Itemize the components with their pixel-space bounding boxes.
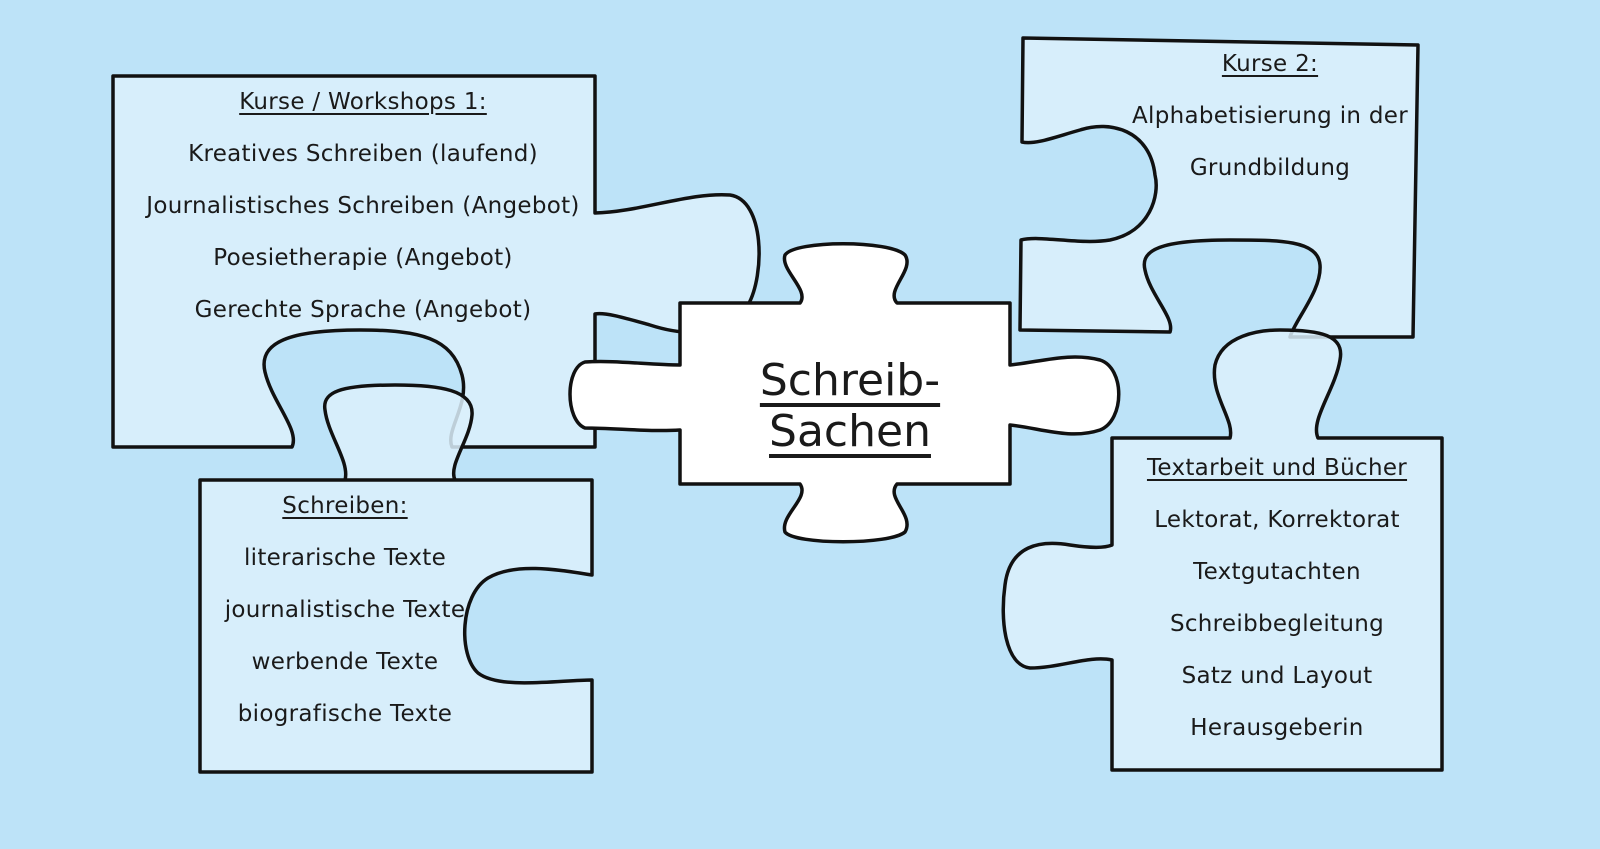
list-item: Kreatives Schreiben (laufend) <box>188 141 538 167</box>
list-item: Textgutachten <box>1193 559 1361 585</box>
schreiben-text: Schreiben: literarische Texte journalist… <box>200 480 490 740</box>
kurse-workshops-1-heading: Kurse / Workshops 1: <box>239 89 487 115</box>
list-item: Alphabetisierung in der <box>1132 103 1408 129</box>
piece-kurse-2 <box>1018 36 1420 339</box>
schreiben-heading: Schreiben: <box>282 493 408 519</box>
list-item: Schreibbegleitung <box>1169 611 1385 637</box>
textarbeit-heading: Textarbeit und Bücher <box>1146 455 1408 481</box>
piece-textarbeit <box>1001 328 1444 772</box>
list-item: Gerechte Sprache (Angebot) <box>194 297 532 323</box>
textarbeit-text: Textarbeit und Bücher Lektorat, Korrekto… <box>1112 442 1442 754</box>
kurse-2-heading: Kurse 2: <box>1221 51 1319 77</box>
list-item: Herausgeberin <box>1190 715 1364 741</box>
piece-kurse-workshops-1 <box>111 74 761 449</box>
center-title: Schreib-Sachen <box>759 355 941 457</box>
kurse-workshops-1-text: Kurse / Workshops 1: Kreatives Schreiben… <box>113 76 613 336</box>
kurse-2-text: Kurse 2: Alphabetisierung in der Grundbi… <box>1120 38 1420 194</box>
list-item: Satz und Layout <box>1181 663 1373 689</box>
list-item: Grundbildung <box>1189 155 1351 181</box>
piece-schreib-sachen-center <box>568 242 1121 544</box>
list-item: literarische Texte <box>243 545 447 571</box>
piece-schreiben <box>198 383 594 774</box>
list-item: Journalistisches Schreiben (Angebot) <box>146 193 580 219</box>
list-item: biografische Texte <box>237 701 453 727</box>
list-item: Lektorat, Korrektorat <box>1154 507 1400 533</box>
list-item: werbende Texte <box>251 649 439 675</box>
list-item: journalistische Texte <box>224 597 466 623</box>
list-item: Poesietherapie (Angebot) <box>213 245 513 271</box>
